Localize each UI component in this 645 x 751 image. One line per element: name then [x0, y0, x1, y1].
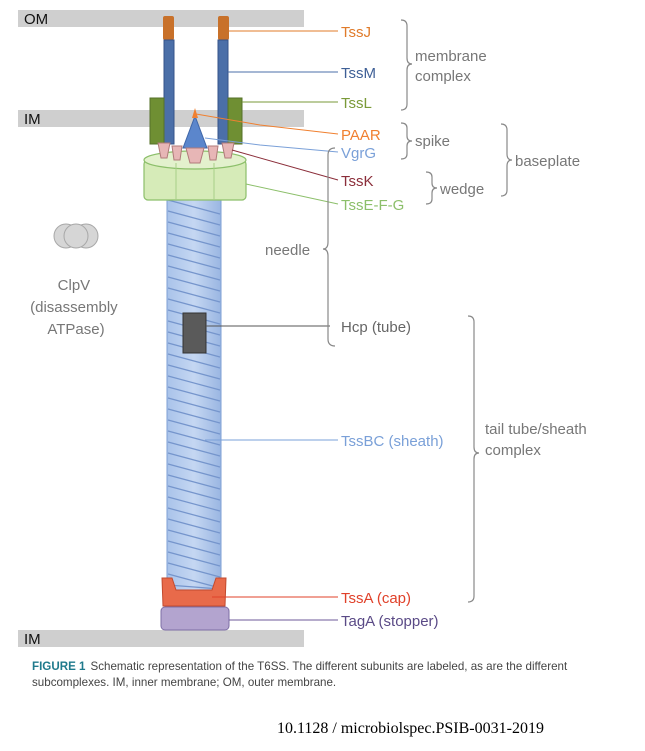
sheath-stripe — [167, 485, 221, 501]
paar-tip — [192, 108, 198, 118]
sheath-stripe — [167, 375, 221, 391]
im-top-label: IM — [24, 111, 41, 128]
sheath-stripe — [167, 463, 221, 479]
om-label: OM — [24, 11, 48, 28]
bracket-membrane-complex — [400, 19, 413, 111]
sheath-stripe — [167, 232, 221, 248]
sheath-stripe — [167, 397, 221, 413]
tail-complex-label: tail tube/sheath complex — [485, 421, 591, 459]
sheath-stripe — [167, 265, 221, 281]
tssefg-baseplate — [143, 150, 247, 201]
clpv-label: ClpV (disassembly ATPase) — [30, 277, 122, 338]
sheath-stripe — [167, 386, 221, 402]
vgrg-label: VgrG — [341, 145, 376, 162]
sheath-stripe — [167, 441, 221, 457]
sheath-stripe — [167, 584, 221, 590]
sheath-stripe — [167, 496, 221, 512]
bracket-tail-complex — [467, 315, 480, 603]
taga-stopper — [160, 606, 230, 631]
figure-number: FIGURE 1 — [32, 660, 86, 673]
tssm-right — [217, 39, 229, 145]
leader-lines — [195, 30, 339, 621]
needle-label: needle — [265, 242, 310, 259]
vgrg-base — [185, 147, 205, 164]
tssk-wedge — [157, 142, 235, 161]
tssm-left — [163, 39, 175, 145]
tssa-label: TssA (cap) — [341, 590, 411, 607]
tssbc-label: TssBC (sheath) — [341, 433, 444, 450]
tssa-cap — [161, 577, 227, 607]
sheath-stripe — [167, 507, 221, 523]
spike-label: spike — [415, 133, 450, 150]
sheath-stripe — [167, 452, 221, 468]
sheath-stripe — [167, 518, 221, 534]
tssefg-label: TssE-F-G — [341, 197, 404, 214]
sheath-stripe — [167, 551, 221, 567]
sheath-stripe — [167, 474, 221, 490]
brackets — [322, 19, 513, 603]
tssbc-sheath — [166, 195, 222, 591]
paar-label: PAAR — [341, 127, 381, 144]
bracket-spike — [400, 122, 413, 160]
tssk-label: TssK — [341, 173, 374, 190]
sheath-stripe — [167, 298, 221, 314]
sheath-stripe — [167, 199, 221, 215]
sheath-stripe — [167, 562, 221, 578]
baseplate-label: baseplate — [515, 153, 580, 170]
tssl-label: TssL — [341, 95, 372, 112]
clpv-icon — [53, 223, 99, 249]
outer-membrane-bar — [18, 10, 304, 27]
sheath-stripe — [167, 276, 221, 292]
doi-text: 10.1128 / microbiolspec.PSIB-0031-2019 — [277, 720, 544, 737]
hcp-label: Hcp (tube) — [341, 319, 411, 336]
sheath-stripe — [167, 353, 221, 369]
caption-text: Schematic representation of the T6SS. Th… — [32, 660, 568, 689]
sheath-stripe — [167, 287, 221, 303]
inner-membrane-bottom-bar — [18, 630, 304, 647]
sheath-stripe — [167, 430, 221, 446]
sheath-stripe — [167, 529, 221, 545]
sheath-stripe — [167, 408, 221, 424]
tssj-label: TssJ — [341, 24, 371, 41]
wedge-label: wedge — [439, 181, 484, 198]
im-bottom-label: IM — [24, 631, 41, 648]
sheath-stripe — [167, 210, 221, 226]
sheath-stripe — [167, 573, 221, 589]
tssj-left — [163, 16, 174, 40]
taga-label: TagA (stopper) — [341, 613, 439, 630]
tssl-left — [149, 97, 165, 145]
tssj-right — [218, 16, 229, 40]
sheath-stripe — [167, 243, 221, 259]
sheath-stripe — [167, 419, 221, 435]
sheath-stripe — [167, 540, 221, 556]
bracket-baseplate — [500, 123, 513, 197]
sheath-stripe — [167, 221, 221, 237]
sheath-stripe — [167, 254, 221, 270]
bracket-needle — [322, 147, 336, 347]
bracket-wedge — [425, 171, 438, 205]
hcp-tube — [182, 312, 207, 354]
sheath-stripe — [167, 364, 221, 380]
tssm-label: TssM — [341, 65, 376, 82]
membrane-complex-label: membrane complex — [415, 48, 491, 85]
